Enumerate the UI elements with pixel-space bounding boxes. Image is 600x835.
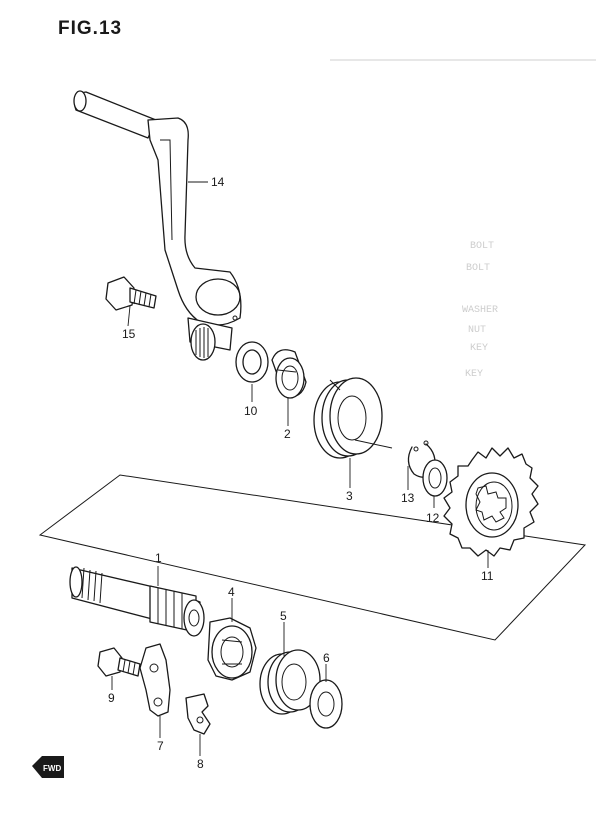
callout-10: 10: [244, 404, 258, 418]
callout-11: 11: [481, 569, 494, 583]
callout-12: 12: [426, 511, 440, 525]
callout-2: 2: [284, 427, 291, 441]
kick-starter-lever: [73, 90, 242, 361]
callout-8: 8: [197, 757, 204, 771]
fwd-arrow-badge: FWD: [32, 756, 64, 778]
washer-10: [235, 341, 269, 383]
shaft-1: [69, 566, 205, 637]
figure-title: FIG.13: [58, 18, 123, 39]
bolt-15: [105, 276, 157, 311]
bleed-row-4: NUT: [468, 325, 486, 336]
bleed-row-2: KEY: [465, 369, 483, 380]
washer-6: [309, 679, 343, 729]
bleed-through-text: KEY KEY WASHER NUT BOLT BOLT: [330, 59, 596, 380]
callout-14: 14: [211, 175, 225, 189]
callout-13: 13: [401, 491, 415, 505]
fwd-label: FWD: [43, 764, 61, 773]
bolt-9: [97, 647, 141, 677]
spring-5: [259, 649, 321, 715]
plate-7: [139, 643, 171, 717]
bleed-row-6: BOLT: [466, 263, 490, 274]
assembly-frame: [38, 474, 587, 641]
callout-7: 7: [157, 739, 164, 753]
bleed-row-3: WASHER: [462, 305, 498, 316]
leader-lines: [111, 181, 489, 756]
bleed-row-5: BOLT: [470, 241, 494, 252]
washer-12: [422, 459, 448, 497]
drive-gear-4: [207, 617, 257, 681]
callout-3: 3: [346, 489, 353, 503]
callout-4: 4: [228, 585, 235, 599]
callout-6: 6: [323, 651, 330, 665]
callout-9: 9: [108, 691, 115, 705]
stopper-8: [185, 693, 211, 735]
callout-15: 15: [122, 327, 136, 341]
callout-1: 1: [155, 551, 162, 565]
spring-3: [313, 377, 393, 459]
guide-2: [271, 349, 307, 399]
callout-5: 5: [280, 609, 287, 623]
callouts: 14 15 10 2 3 13 12 11 1 4 5 6 9 7 8: [108, 175, 494, 771]
bleed-row-1: KEY: [470, 343, 488, 354]
gear-11: [443, 447, 539, 557]
